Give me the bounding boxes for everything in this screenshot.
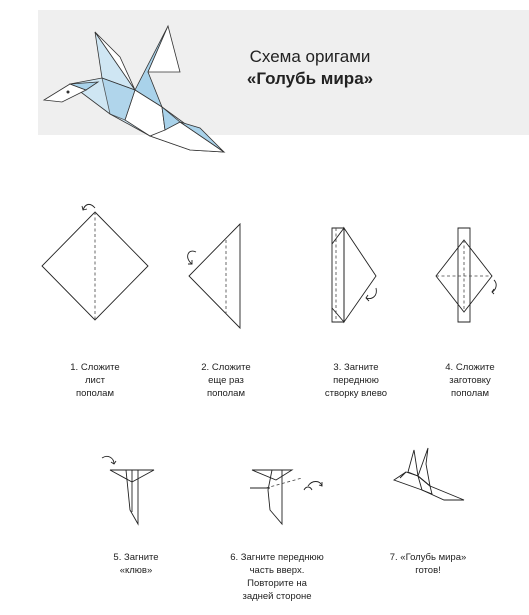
step-5-caption: 5. Загните «клюв» — [86, 551, 186, 577]
step-7-diagram — [392, 446, 472, 506]
step-7-caption: 7. «Голубь мира» готов! — [378, 551, 478, 577]
title-line-1: Схема оригами — [215, 46, 405, 68]
step-1-caption: 1. Сложите лист пополам — [45, 361, 145, 400]
step-2-caption: 2. Сложите еще раз пополам — [176, 361, 276, 400]
diagram-title: Схема оригами «Голубь мира» — [215, 46, 405, 90]
step-6-diagram — [232, 460, 332, 540]
step-5-diagram — [96, 452, 176, 532]
step-3-caption: 3. Загните переднюю створку влево — [306, 361, 406, 400]
step-6-caption: 6. Загните переднюю часть вверх. Повтори… — [212, 551, 342, 603]
step-2-diagram — [182, 222, 252, 332]
step-1-diagram — [38, 208, 153, 323]
dove-illustration — [40, 12, 230, 162]
step-4-diagram — [424, 222, 504, 332]
title-line-2: «Голубь мира» — [215, 68, 405, 90]
step-3-diagram — [318, 222, 388, 332]
step-4-caption: 4. Сложите заготовку пополам — [420, 361, 520, 400]
